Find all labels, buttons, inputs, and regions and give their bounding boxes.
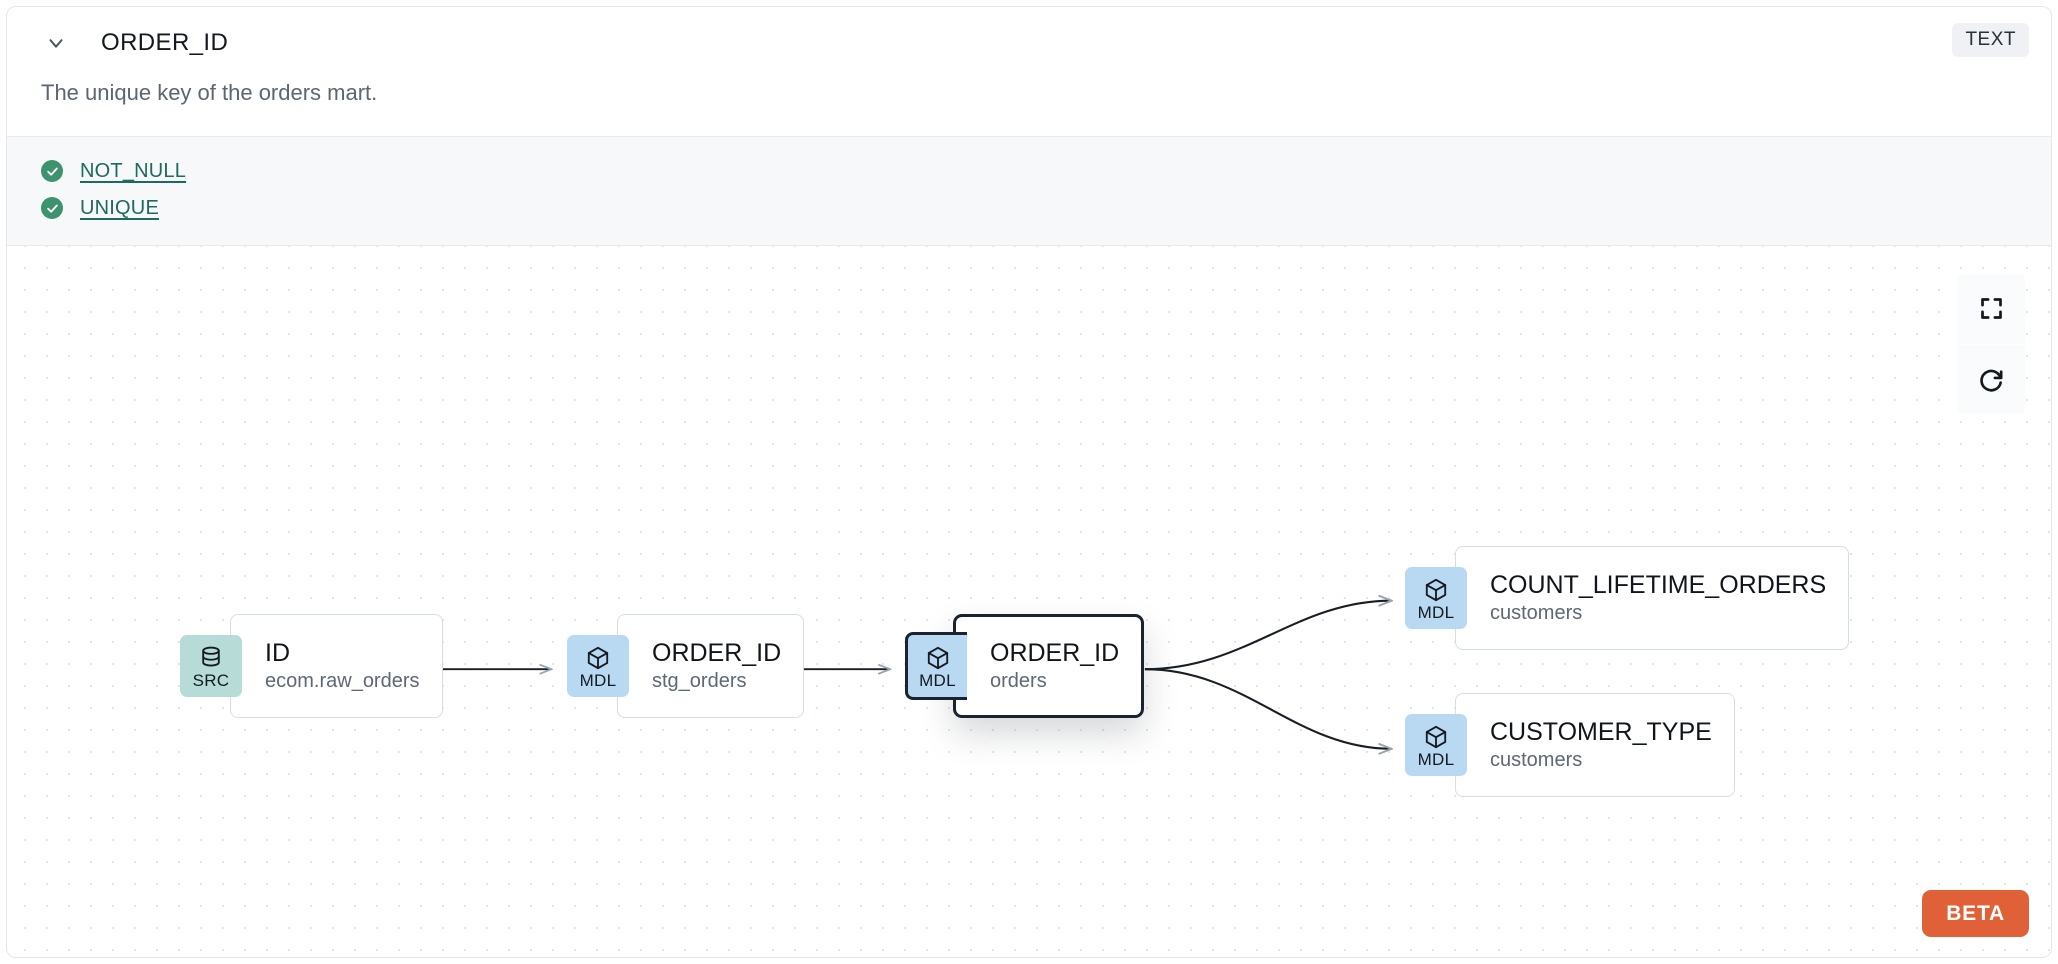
node-kind-label: MDL (919, 670, 956, 690)
cube-icon (1425, 725, 1447, 748)
data-type-badge[interactable]: TEXT (1952, 23, 2029, 57)
lineage-node-customer-type[interactable]: MDL CUSTOMER_TYPE customers (1405, 692, 1735, 797)
node-name: ORDER_ID (652, 638, 782, 667)
node-body: ID ecom.raw_orders (230, 613, 443, 718)
card-header: ORDER_ID TEXT (7, 7, 2051, 79)
node-kind-label: MDL (1417, 749, 1455, 769)
model-badge: MDL (567, 634, 629, 697)
node-subtitle: customers (1490, 748, 1583, 771)
lineage-graph-canvas[interactable]: SRC ID ecom.raw_orders MDL ORDER_ID stg_… (7, 245, 2051, 957)
expand-icon (1980, 298, 2002, 319)
lineage-node-orders-order-id[interactable]: MDL ORDER_ID orders (905, 613, 1145, 718)
lineage-node-stg-order-id[interactable]: MDL ORDER_ID stg_orders (567, 613, 805, 718)
node-kind-label: SRC (192, 670, 230, 690)
node-body: ORDER_ID orders (953, 613, 1145, 718)
fit-view-button[interactable] (1957, 273, 2025, 344)
node-name: CUSTOMER_TYPE (1490, 717, 1712, 746)
beta-badge[interactable]: BETA (1922, 890, 2029, 937)
check-circle-icon (41, 197, 63, 220)
page-title: ORDER_ID (101, 29, 229, 56)
source-badge: SRC (180, 634, 242, 697)
test-row: UNIQUE (7, 190, 2051, 227)
canvas-controls (1957, 273, 2025, 414)
lineage-node-src-id[interactable]: SRC ID ecom.raw_orders (180, 613, 443, 718)
database-icon (202, 646, 220, 667)
test-link-unique[interactable]: UNIQUE (80, 196, 159, 219)
model-badge: MDL (1405, 566, 1467, 629)
test-row: NOT_NULL (7, 153, 2051, 190)
cube-icon (927, 646, 948, 669)
node-subtitle: orders (990, 669, 1047, 692)
cube-icon (587, 646, 609, 669)
column-description: The unique key of the orders mart. (7, 79, 2051, 136)
model-badge: MDL (905, 631, 967, 700)
node-name: ORDER_ID (990, 638, 1120, 667)
node-kind-label: MDL (1417, 602, 1455, 622)
node-body: COUNT_LIFETIME_ORDERS customers (1455, 545, 1850, 650)
node-body: CUSTOMER_TYPE customers (1455, 692, 1735, 797)
node-body: ORDER_ID stg_orders (617, 613, 805, 718)
node-name: COUNT_LIFETIME_ORDERS (1490, 570, 1827, 599)
lineage-node-count-lifetime-orders[interactable]: MDL COUNT_LIFETIME_ORDERS customers (1405, 545, 1850, 650)
test-link-not-null[interactable]: NOT_NULL (80, 159, 187, 182)
node-kind-label: MDL (579, 670, 617, 690)
tests-section: NOT_NULL UNIQUE (7, 135, 2051, 246)
column-detail-card: ORDER_ID TEXT The unique key of the orde… (6, 6, 2052, 958)
edge-orders-to-count (1144, 600, 1392, 670)
cube-icon (1425, 578, 1447, 601)
model-badge: MDL (1405, 713, 1467, 776)
node-subtitle: customers (1490, 601, 1583, 624)
reset-button[interactable] (1957, 343, 2025, 414)
check-circle-icon (41, 160, 63, 183)
node-subtitle: ecom.raw_orders (265, 669, 420, 692)
node-name: ID (265, 638, 290, 667)
node-subtitle: stg_orders (652, 669, 747, 692)
chevron-down-icon[interactable] (41, 28, 71, 58)
edge-orders-to-customer-type (1144, 667, 1392, 749)
refresh-icon (1979, 369, 2002, 392)
